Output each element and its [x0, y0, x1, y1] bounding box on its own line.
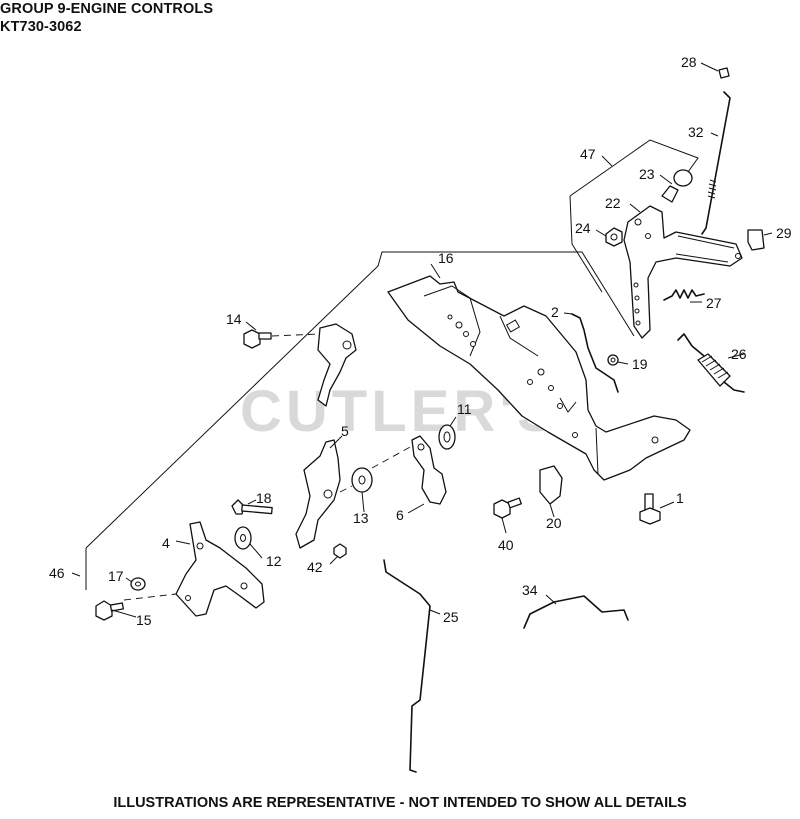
clip-28: [718, 67, 730, 79]
callout-4: 4: [162, 535, 170, 551]
callout-42: 42: [307, 559, 323, 575]
rod-32: [701, 91, 731, 235]
group-46-bracket: [85, 251, 635, 549]
callout-19: 19: [632, 356, 648, 372]
callout-26: 26: [731, 346, 747, 362]
callout-20: 20: [546, 515, 562, 531]
link-34: [523, 595, 629, 629]
lever-5: [295, 439, 341, 549]
diagram-title: GROUP 9-ENGINE CONTROLS: [0, 1, 214, 17]
bolt-40: [493, 497, 522, 519]
bolt-1: [639, 493, 661, 525]
callout-24: 24: [575, 220, 591, 236]
bushing-11: [438, 424, 456, 450]
washer-12: [234, 526, 252, 550]
callout-29: 29: [776, 225, 792, 241]
clip-29: [747, 229, 765, 251]
screw-14: [243, 329, 272, 349]
callout-27: 27: [706, 295, 722, 311]
callout-11: 11: [457, 401, 472, 417]
screw-15: [95, 600, 124, 621]
callout-28: 28: [681, 54, 697, 70]
callout-47: 47: [580, 146, 596, 162]
spring-wire-2: [571, 313, 619, 393]
callout-12: 12: [266, 553, 282, 569]
callout-2: 2: [551, 304, 559, 320]
callout-13: 13: [353, 510, 369, 526]
group-47-bracket: [569, 139, 699, 293]
nut-24-hole: [610, 233, 618, 241]
callout-labels: 1 2 4 5 6 11 12 13 14 15 16 17 18 19 20 …: [49, 54, 792, 628]
callout-17: 17: [108, 568, 124, 584]
lever-6: [411, 435, 447, 505]
bracket-20: [539, 465, 563, 505]
callout-23: 23: [639, 166, 655, 182]
rod-25: [383, 559, 431, 773]
callout-15: 15: [136, 612, 152, 628]
callout-40: 40: [498, 537, 514, 553]
lever-4: [175, 521, 265, 617]
washer-13: [351, 467, 373, 493]
model-number: KT730-3062: [0, 19, 82, 35]
nut-42: [333, 543, 347, 559]
control-plate-16: [387, 275, 691, 481]
callout-34: 34: [522, 582, 538, 598]
callout-1: 1: [676, 490, 684, 506]
footer-disclaimer: ILLUSTRATIONS ARE REPRESENTATIVE - NOT I…: [113, 795, 687, 811]
rod-32-spring: [707, 179, 717, 199]
callout-22: 22: [605, 195, 621, 211]
callout-14: 14: [226, 311, 242, 327]
callout-46: 46: [49, 565, 65, 581]
washer-19: [607, 354, 619, 366]
spring-26: [677, 333, 745, 393]
bolt-18: [231, 499, 273, 515]
callout-18: 18: [256, 490, 272, 506]
callout-32: 32: [688, 124, 704, 140]
bracket-14-part: [317, 323, 357, 407]
callout-5: 5: [341, 423, 349, 439]
callout-25: 25: [443, 609, 459, 625]
leader-lines: [71, 62, 773, 618]
knob-23: [661, 169, 693, 203]
washer-17: [130, 577, 146, 591]
callout-6: 6: [396, 507, 404, 523]
callout-16: 16: [438, 250, 454, 266]
throttle-lever-assy-47: [623, 205, 743, 339]
spring-27: [663, 289, 705, 301]
